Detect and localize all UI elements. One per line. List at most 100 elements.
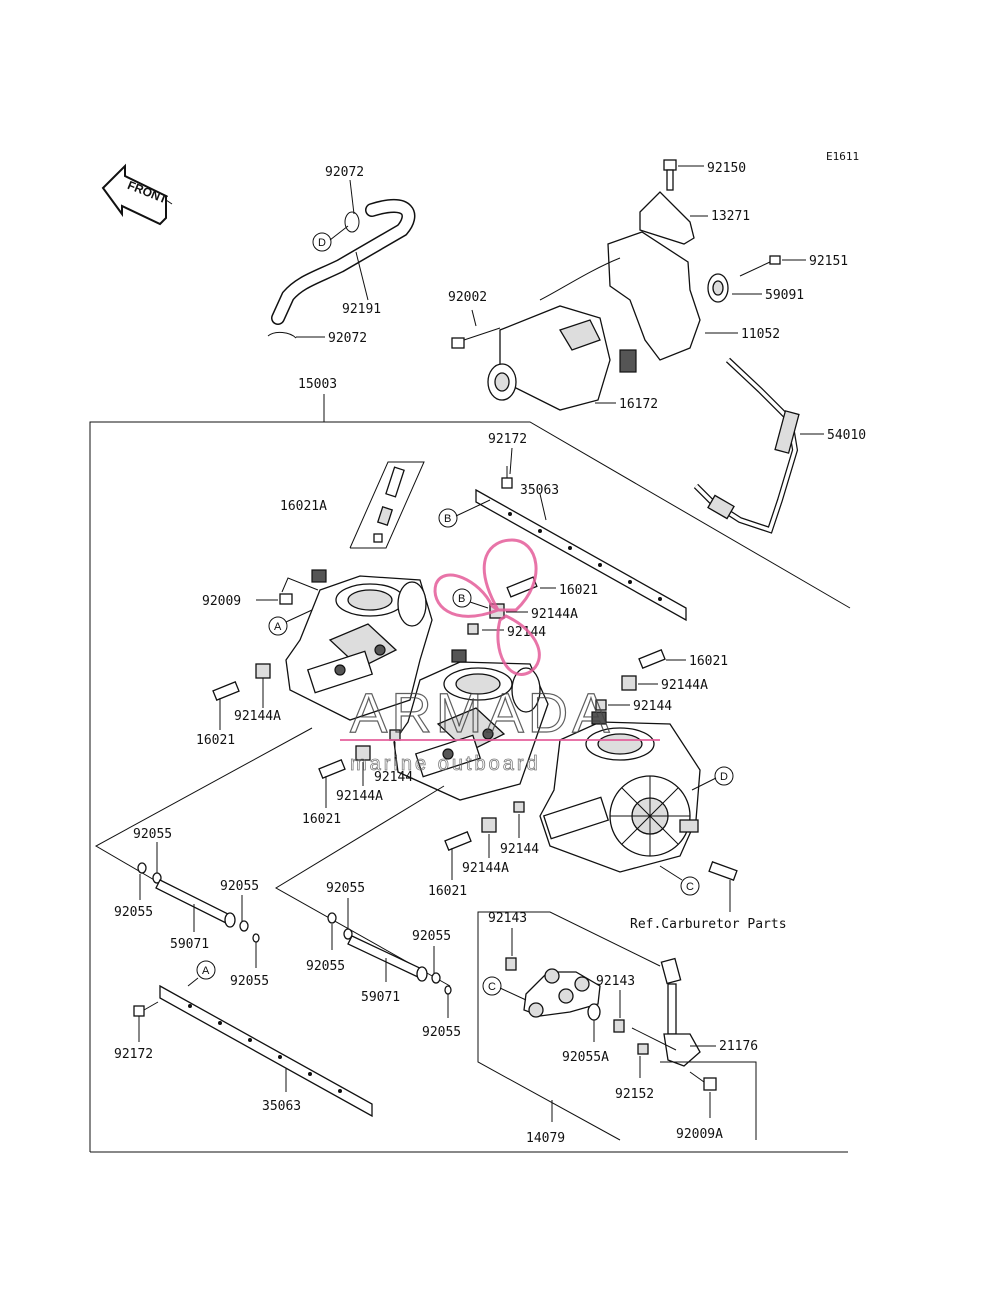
ref-circle-d-right-label: D xyxy=(720,771,728,783)
clip-92143-b-icon xyxy=(613,1019,625,1033)
label-16021-e: 16021 xyxy=(428,884,467,899)
shaft-59071-b-icon xyxy=(347,935,428,982)
oring-92055-4-icon xyxy=(252,933,260,943)
label-92144-d: 92144 xyxy=(500,842,539,857)
oring-92055-7-icon xyxy=(431,972,441,984)
label-92055-3: 92055 xyxy=(220,879,259,894)
carburetor-3-icon xyxy=(539,711,701,873)
label-92055-2: 92055 xyxy=(114,905,153,920)
label-35063-top: 35063 xyxy=(520,483,559,498)
bracket-11052-icon xyxy=(607,231,701,361)
washer-92152-icon xyxy=(637,1043,649,1055)
spring-92144A-c-icon xyxy=(255,663,271,679)
label-92055-6: 92055 xyxy=(306,959,345,974)
screw-92151-icon xyxy=(739,255,781,277)
screw-16021-d-icon xyxy=(318,759,346,779)
ref-circle-a-bottom-label: A xyxy=(202,965,210,977)
throttle-lever-21176-icon xyxy=(660,957,701,1067)
label-59091: 59091 xyxy=(765,288,804,303)
label-92152: 92152 xyxy=(615,1087,654,1102)
bolt-92150-icon xyxy=(663,159,677,191)
label-92150: 92150 xyxy=(707,161,746,176)
label-13271: 13271 xyxy=(711,209,750,224)
screw-92172-top-icon xyxy=(501,466,513,489)
label-92144-b: 92144 xyxy=(633,699,672,714)
label-92144A-e: 92144A xyxy=(462,861,509,876)
oring-92055-1-icon xyxy=(137,862,147,874)
watermark-tagline: marine outboard xyxy=(350,753,541,775)
oring-92055A-icon xyxy=(587,1003,601,1021)
ref-carburetor-note: Ref.Carburetor Parts xyxy=(630,917,787,932)
needle-16021A-icon xyxy=(373,466,405,543)
label-16021-c: 16021 xyxy=(196,733,235,748)
label-16021-b: 16021 xyxy=(689,654,728,669)
label-92055-4: 92055 xyxy=(230,974,269,989)
label-59071-a: 59071 xyxy=(170,937,209,952)
label-14079: 14079 xyxy=(526,1131,565,1146)
bolt-92009A-icon xyxy=(689,1071,717,1091)
fuel-hose-icon xyxy=(267,198,416,339)
label-92002: 92002 xyxy=(448,290,487,305)
label-92143-b: 92143 xyxy=(596,974,635,989)
label-92072-bottom: 92072 xyxy=(328,331,367,346)
cable-54010-icon xyxy=(693,357,800,534)
clip-92143-a-icon xyxy=(505,957,517,971)
screw-16021-b-icon xyxy=(638,649,666,669)
label-92144-a: 92144 xyxy=(507,625,546,640)
label-21176: 21176 xyxy=(719,1039,758,1054)
lever-cam-icon xyxy=(523,968,601,1018)
ref-circle-a-top-label: A xyxy=(274,621,282,633)
oring-92055-2-icon xyxy=(152,872,162,884)
ref-circle-c-right xyxy=(680,876,700,896)
grommet-59091-icon xyxy=(707,273,729,303)
screw-16021-c-icon xyxy=(212,681,240,701)
oring-92055-5-icon xyxy=(327,912,337,924)
spring-92144-a-icon xyxy=(467,623,479,635)
spring-92144A-b-icon xyxy=(621,675,637,691)
label-92055-1: 92055 xyxy=(133,827,172,842)
ref-circle-b-right xyxy=(452,588,472,608)
ref-circle-c-bottom-label: C xyxy=(488,981,496,993)
label-92191: 92191 xyxy=(342,302,381,317)
label-92144A-d: 92144A xyxy=(336,789,383,804)
spring-92144A-e-icon xyxy=(481,817,497,833)
ref-circle-b-left xyxy=(438,508,458,528)
ref-circle-a-bottom xyxy=(196,960,216,980)
oring-92055-6-icon xyxy=(343,928,353,940)
label-59071-b: 59071 xyxy=(361,990,400,1005)
spring-92144-b-icon xyxy=(595,699,607,711)
screw-92009-icon xyxy=(279,593,293,605)
oring-92055-8-icon xyxy=(444,985,452,995)
label-92144A-a: 92144A xyxy=(531,607,578,622)
label-92072-top: 92072 xyxy=(325,165,364,180)
carburetor-1-icon xyxy=(285,569,433,721)
screw-92172-bottom-icon xyxy=(133,1001,159,1017)
link-bar-35063-bottom-icon xyxy=(159,984,373,1118)
label-92172-bottom: 92172 xyxy=(114,1047,153,1062)
label-15003: 15003 xyxy=(298,377,337,392)
label-92009: 92009 xyxy=(202,594,241,609)
label-92055A: 92055A xyxy=(562,1050,609,1065)
watermark-brand: ARMADA xyxy=(350,681,614,744)
ref-circle-c-right-label: C xyxy=(686,881,694,893)
label-92143-a: 92143 xyxy=(488,911,527,926)
label-92144-c: 92144 xyxy=(374,770,413,785)
ref-circle-d-top-label: D xyxy=(318,237,326,249)
label-92144A-b: 92144A xyxy=(661,678,708,693)
oring-92055-3-icon xyxy=(239,920,249,932)
label-92055-8: 92055 xyxy=(422,1025,461,1040)
label-92151: 92151 xyxy=(809,254,848,269)
servo-motor-16172-icon xyxy=(487,305,637,411)
ref-circle-a-top xyxy=(268,616,288,636)
label-16021-a: 16021 xyxy=(559,583,598,598)
label-35063-bottom: 35063 xyxy=(262,1099,301,1114)
label-16021A: 16021A xyxy=(280,499,327,514)
label-92144A-c: 92144A xyxy=(234,709,281,724)
front-arrow-icon: FRONT xyxy=(101,163,173,226)
watermark-logo: ARMADA marine outboard xyxy=(340,538,660,775)
screw-16021-e-icon xyxy=(444,831,472,851)
spring-92144-d-icon xyxy=(513,801,525,813)
label-16172: 16172 xyxy=(619,397,658,412)
shaft-59071-a-icon xyxy=(155,879,236,928)
